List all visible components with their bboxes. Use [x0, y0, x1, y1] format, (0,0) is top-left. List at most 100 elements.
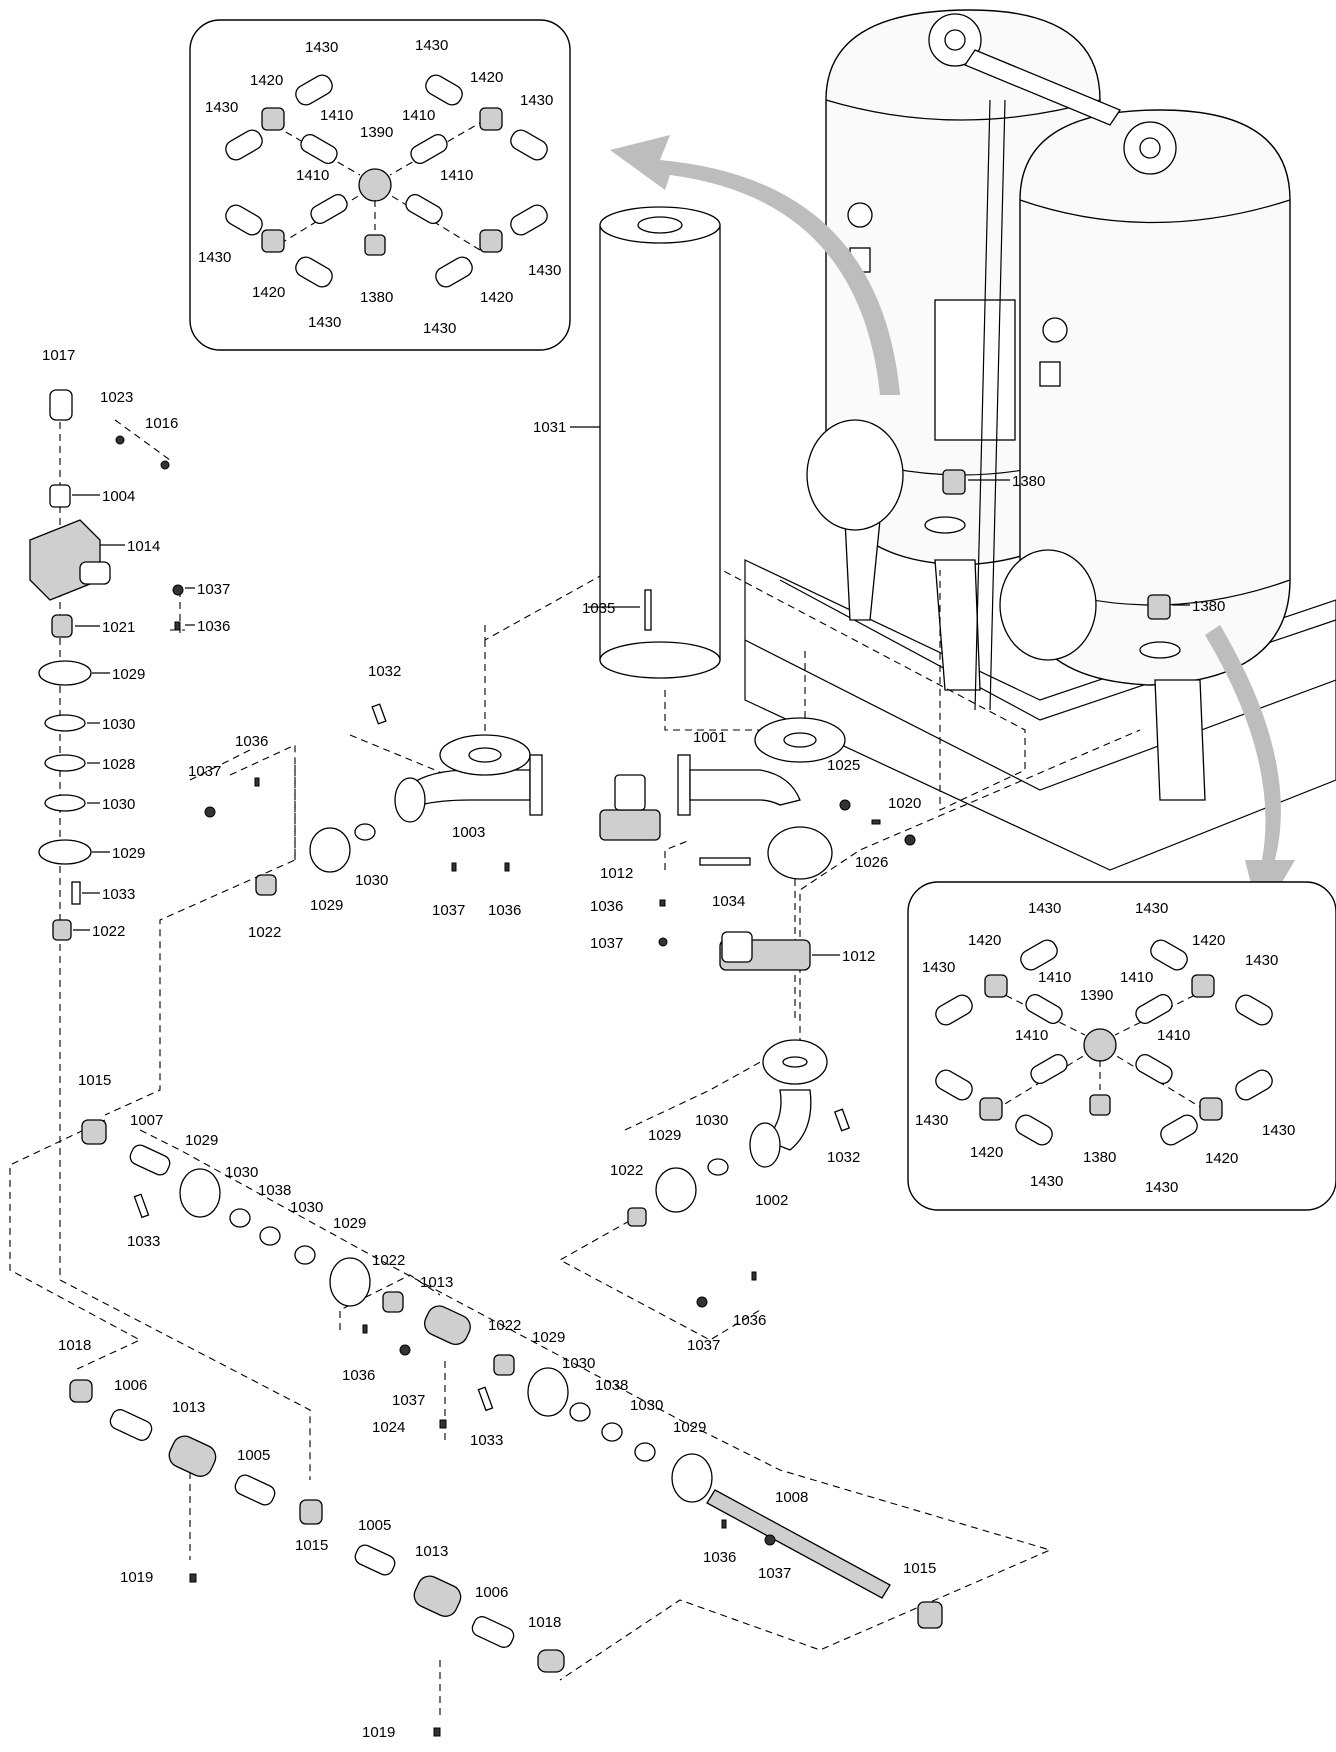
gasket-1038 — [601, 1422, 623, 1442]
label-1037: 1037 — [758, 1565, 791, 1582]
bolt-1035 — [644, 589, 652, 631]
tank-1-leg — [844, 519, 881, 621]
gasket-1038 — [259, 1226, 281, 1246]
elbow-1018 — [69, 1379, 93, 1403]
valve-1013 — [413, 1575, 462, 1617]
washer-1037 — [451, 862, 457, 872]
label-1037: 1037 — [432, 902, 465, 919]
label-1006: 1006 — [475, 1584, 508, 1601]
flange-1029 — [38, 839, 92, 865]
label-1380: 1380 — [1083, 1149, 1116, 1166]
label-1410: 1410 — [1015, 1027, 1048, 1044]
label-1005: 1005 — [237, 1447, 270, 1464]
label-1015: 1015 — [295, 1537, 328, 1554]
label-1029: 1029 — [112, 845, 145, 862]
gasket-1030 — [634, 1442, 656, 1462]
bolt-1033 — [133, 1193, 150, 1219]
label-1029: 1029 — [673, 1419, 706, 1436]
label-1013: 1013 — [420, 1274, 453, 1291]
label-1030: 1030 — [355, 872, 388, 889]
ladder-frame — [934, 299, 1016, 441]
label-1036: 1036 — [590, 898, 623, 915]
plug-1016 — [160, 460, 170, 470]
label-1021: 1021 — [102, 619, 135, 636]
label-1032: 1032 — [827, 1149, 860, 1166]
label-1013: 1013 — [415, 1543, 448, 1560]
nut-1037 — [204, 806, 216, 818]
label-1015: 1015 — [78, 1072, 111, 1089]
tank-1-top-seam — [825, 99, 1101, 121]
washer-1026 — [871, 819, 881, 825]
tee-1420 — [479, 229, 503, 253]
label-1029: 1029 — [333, 1215, 366, 1232]
nipple-1022 — [382, 1291, 404, 1313]
washer-1036 — [504, 862, 510, 872]
label-1026: 1026 — [855, 854, 888, 871]
label-1420: 1420 — [470, 69, 503, 86]
tee-1420 — [479, 107, 503, 131]
flange-1029 — [527, 1367, 569, 1417]
label-1030: 1030 — [225, 1164, 258, 1181]
label-1038: 1038 — [258, 1182, 291, 1199]
label-1420: 1420 — [1192, 932, 1225, 949]
inset-top: 1430 1430 1420 1420 1430 1430 1410 1390 … — [189, 19, 571, 351]
label-1029: 1029 — [310, 897, 343, 914]
tee-1003 — [409, 769, 531, 806]
label-1037: 1037 — [188, 763, 221, 780]
label-1029: 1029 — [532, 1329, 565, 1346]
label-1036: 1036 — [197, 618, 230, 635]
bolt-1033 — [477, 1386, 494, 1412]
washer-1036 — [751, 1271, 757, 1281]
elbow-1017 — [49, 389, 73, 421]
part-labels: 1017 1023 1016 1004 1014 1037 1036 1021 … — [42, 347, 1225, 1741]
tank-1-bottom-port — [924, 516, 966, 534]
label-1430: 1430 — [915, 1112, 948, 1129]
flange-1029 — [329, 1257, 371, 1307]
label-1022: 1022 — [610, 1162, 643, 1179]
label-1410: 1410 — [296, 167, 329, 184]
label-1036: 1036 — [235, 733, 268, 750]
label-1420: 1420 — [252, 284, 285, 301]
label-1030: 1030 — [102, 796, 135, 813]
skid-rail-2 — [744, 639, 1336, 791]
inset-right: 1430 1430 1420 1420 1430 1430 1410 1390 … — [907, 881, 1336, 1211]
label-1430: 1430 — [1262, 1122, 1295, 1139]
inset-right-frame — [907, 881, 1336, 1211]
label-1033: 1033 — [127, 1233, 160, 1250]
label-1024: 1024 — [372, 1419, 405, 1436]
flange-1029 — [309, 827, 351, 873]
nipple-1022 — [627, 1207, 647, 1227]
label-1037: 1037 — [687, 1337, 720, 1354]
tee-1003-flange-left — [394, 777, 426, 823]
label-1033: 1033 — [102, 886, 135, 903]
label-1020: 1020 — [888, 795, 921, 812]
flange-1029 — [655, 1167, 697, 1213]
tank-1-top-port — [944, 29, 966, 51]
gasket-1030 — [569, 1402, 591, 1422]
label-1410: 1410 — [402, 107, 435, 124]
tee-1015 — [299, 1499, 323, 1525]
label-1380: 1380 — [1012, 473, 1045, 490]
label-1019: 1019 — [362, 1724, 395, 1741]
tank-1-leg-2 — [934, 559, 981, 691]
label-1006: 1006 — [114, 1377, 147, 1394]
label-1420: 1420 — [480, 289, 513, 306]
tank-2-leg — [1154, 679, 1206, 801]
label-1038: 1038 — [595, 1377, 628, 1394]
label-1380: 1380 — [360, 289, 393, 306]
nipple-1006 — [471, 1616, 515, 1648]
nut-1020 — [904, 834, 916, 846]
valve-1012-b-actuator — [721, 931, 753, 963]
label-1030: 1030 — [102, 716, 135, 733]
label-1030: 1030 — [562, 1355, 595, 1372]
washer-1036 — [254, 777, 260, 787]
washer-1036 — [362, 1324, 368, 1334]
flange-1002-port — [782, 1056, 808, 1068]
label-1023: 1023 — [100, 389, 133, 406]
nipple-1022 — [255, 874, 277, 896]
tank-2-top-seam — [1019, 199, 1291, 224]
filter-body — [599, 224, 721, 661]
tank-2-tag — [1039, 361, 1061, 387]
